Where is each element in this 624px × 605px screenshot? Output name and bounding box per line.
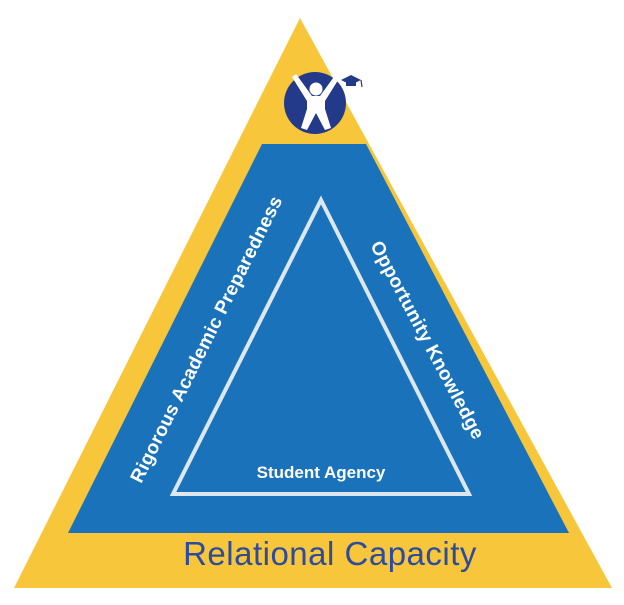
graduation-cap-icon bbox=[341, 75, 363, 88]
logo bbox=[284, 72, 363, 134]
center-label: Student Agency bbox=[257, 463, 386, 482]
base-label: Relational Capacity bbox=[183, 535, 477, 572]
person-arms-raised-icon bbox=[292, 74, 340, 130]
blue-trapezoid bbox=[68, 144, 569, 533]
inner-outline-triangle bbox=[169, 195, 473, 496]
